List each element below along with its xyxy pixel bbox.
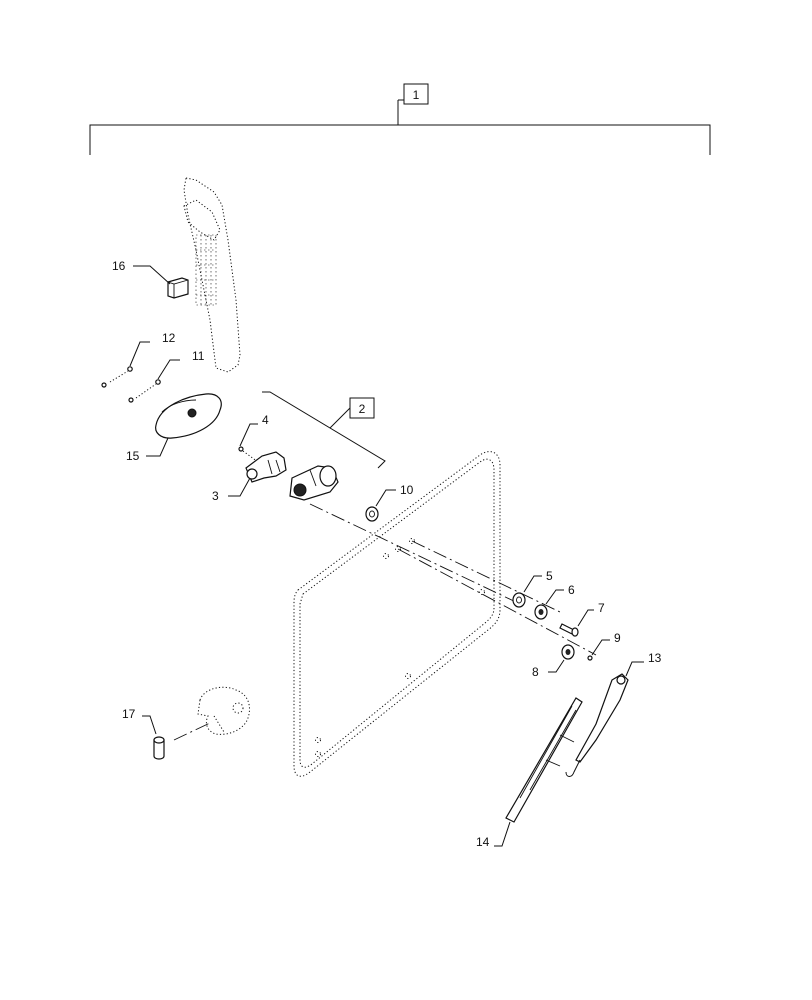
part-10-grommet xyxy=(365,506,379,522)
rear-window-glass xyxy=(293,451,501,777)
pillar-vent-grid xyxy=(195,234,217,306)
part-12-screw xyxy=(101,366,133,388)
callout-label-12: 12 xyxy=(162,331,176,345)
callout-label-9: 9 xyxy=(614,631,621,645)
callout-4[interactable]: 4 xyxy=(239,413,269,447)
part-15-motor-cover xyxy=(155,393,222,439)
callout-label-4: 4 xyxy=(262,413,269,427)
part-5-washer xyxy=(512,592,526,608)
callout-label-11: 11 xyxy=(192,349,205,363)
callout-17[interactable]: 17 xyxy=(122,707,157,735)
callout-label-14: 14 xyxy=(476,835,490,849)
callout-7[interactable]: 7 xyxy=(577,601,605,627)
part-3-bracket xyxy=(245,451,287,483)
callout-label-2: 2 xyxy=(359,402,366,416)
callout-box-2[interactable]: 2 xyxy=(349,397,375,419)
callout-label-10: 10 xyxy=(400,483,414,497)
part-9-cap xyxy=(587,655,593,661)
part-8-nut xyxy=(561,644,575,660)
callout-label-1: 1 xyxy=(413,88,420,102)
callout-16[interactable]: 16 xyxy=(112,259,171,285)
callout-label-6: 6 xyxy=(568,583,575,597)
callout-label-16: 16 xyxy=(112,259,126,273)
callout-label-7: 7 xyxy=(598,601,605,615)
assembly-center-lines xyxy=(173,503,597,741)
callout-13[interactable]: 13 xyxy=(625,651,662,677)
wiper-motor xyxy=(289,465,339,501)
callout-9[interactable]: 9 xyxy=(591,631,621,656)
callout-11[interactable]: 11 xyxy=(157,349,205,380)
callout-5[interactable]: 5 xyxy=(523,569,553,593)
part-6-nut xyxy=(534,604,548,620)
callout-10[interactable]: 10 xyxy=(375,483,414,507)
callout-label-3: 3 xyxy=(212,489,219,503)
part-11-screw xyxy=(128,379,161,403)
part-17-nozzle xyxy=(153,736,165,760)
part-4-screw xyxy=(238,446,259,463)
callout-box-1[interactable]: 1 xyxy=(403,83,429,105)
part-7-bolt xyxy=(559,623,579,637)
callout-6[interactable]: 6 xyxy=(545,583,575,605)
assembly-bracket-1 xyxy=(89,99,711,155)
part-14-wiper-blade xyxy=(505,697,583,823)
callout-label-13: 13 xyxy=(648,651,662,665)
part-13-wiper-arm xyxy=(565,673,629,777)
callout-15[interactable]: 15 xyxy=(126,437,169,463)
callout-14[interactable]: 14 xyxy=(476,821,511,849)
callout-12[interactable]: 12 xyxy=(129,331,176,367)
callout-3[interactable]: 3 xyxy=(212,477,251,503)
part-16-clip xyxy=(167,277,189,299)
callout-8[interactable]: 8 xyxy=(532,659,565,679)
callout-label-15: 15 xyxy=(126,449,140,463)
callout-label-5: 5 xyxy=(546,569,553,583)
washer-nozzle-housing xyxy=(197,686,250,735)
pillar-trim-panel xyxy=(183,177,241,373)
assembly-bracket-2 xyxy=(262,391,386,469)
callout-label-17: 17 xyxy=(122,707,136,721)
callout-label-8: 8 xyxy=(532,665,539,679)
